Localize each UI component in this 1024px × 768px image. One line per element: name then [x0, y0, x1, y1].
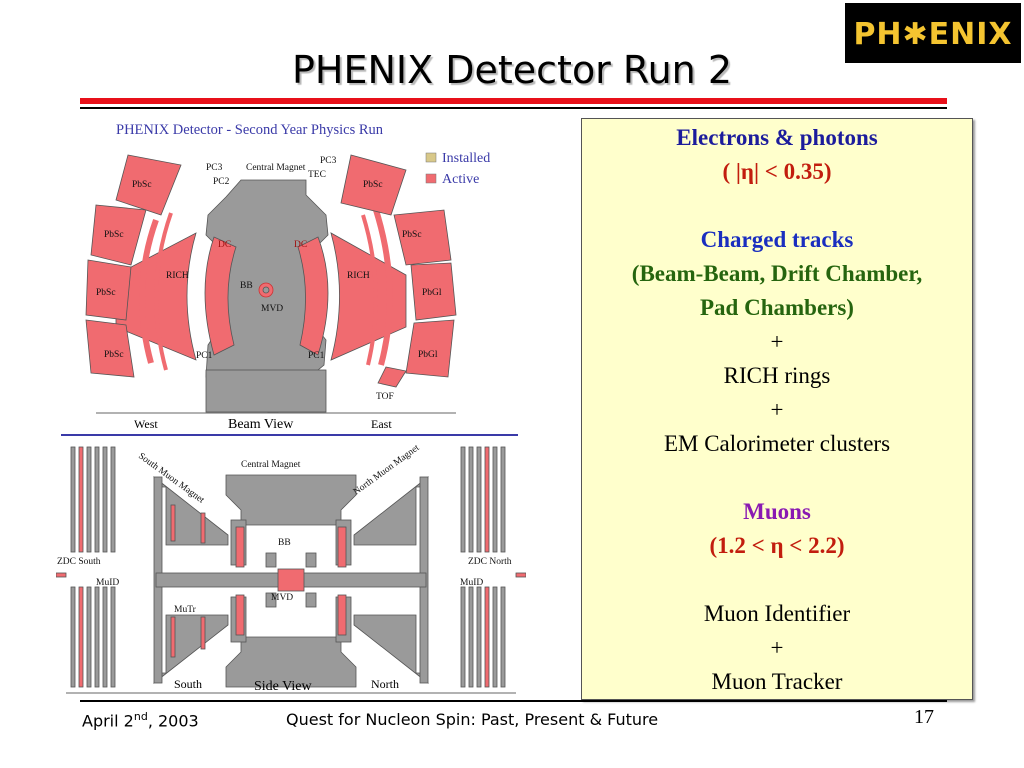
- label-zdc-north: ZDC North: [468, 557, 512, 567]
- beam-view-caption: Beam View: [228, 417, 294, 432]
- label-west: West: [134, 417, 158, 431]
- title-rule-red: [80, 98, 947, 104]
- beam-view-diagram: [85, 154, 457, 414]
- label-tof: TOF: [376, 392, 394, 402]
- label-east: East: [371, 417, 392, 431]
- label-side-mvd: MVD: [271, 593, 293, 603]
- label-pc2: PC2: [213, 177, 230, 187]
- side-view-diagram: [56, 446, 526, 688]
- label-pbsc-e2: PbSc: [402, 230, 422, 240]
- charged-tracks-detail-2: Pad Chambers): [700, 295, 854, 320]
- footer-date: April 2nd, 2003: [82, 710, 199, 731]
- slide-title: PHENIX Detector Run 2: [291, 48, 733, 92]
- label-pc1-east: PC1: [308, 351, 325, 361]
- label-pc3-east: PC3: [320, 156, 337, 166]
- legend-active-swatch: [425, 173, 437, 184]
- detector-capabilities-panel: Electrons & photons ( |η| < 0.35) Charge…: [581, 118, 973, 700]
- legend-installed-label: Installed: [442, 151, 490, 166]
- legend-active-label: Active: [442, 172, 479, 187]
- page-number: 17: [914, 706, 934, 728]
- electrons-range: ( |η| < 0.35): [722, 159, 832, 184]
- label-rich-west: RICH: [166, 271, 189, 281]
- label-rich-east: RICH: [347, 271, 370, 281]
- muon-tracker: Muon Tracker: [711, 669, 843, 694]
- label-pbsc-w3: PbSc: [96, 288, 116, 298]
- legend-installed-swatch: [425, 152, 437, 163]
- label-pbgl-e2: PbGl: [418, 350, 438, 360]
- label-dc-west: DC: [218, 240, 231, 250]
- label-zdc-south: ZDC South: [57, 557, 101, 567]
- label-central-magnet: Central Magnet: [246, 163, 306, 173]
- label-pbsc-w2: PbSc: [104, 230, 124, 240]
- detector-figure: PHENIX Detector - Second Year Physics Ru…: [56, 122, 526, 694]
- label-pc1-west: PC1: [196, 351, 213, 361]
- em-calorimeter-clusters: EM Calorimeter clusters: [663, 431, 891, 456]
- label-mvd: MVD: [261, 304, 283, 314]
- figure-heading: PHENIX Detector - Second Year Physics Ru…: [116, 122, 384, 138]
- plus-sign-2: +: [770, 397, 784, 422]
- label-dc-east: DC: [294, 240, 307, 250]
- plus-sign-1: +: [770, 329, 784, 354]
- label-muid-south: MuID: [96, 578, 119, 588]
- label-pbgl-e1: PbGl: [422, 288, 442, 298]
- muons-title: Muons: [743, 499, 811, 524]
- side-view-caption: Side View: [254, 679, 313, 694]
- charged-tracks-detail-1: (Beam-Beam, Drift Chamber,: [631, 261, 923, 286]
- label-pbsc-w4: PbSc: [104, 350, 124, 360]
- electrons-title: Electrons & photons: [676, 125, 878, 150]
- rich-rings: RICH rings: [723, 363, 831, 388]
- label-mutr: MuTr: [174, 605, 197, 615]
- label-south: South: [174, 677, 202, 691]
- label-pbsc-w1: PbSc: [132, 180, 152, 190]
- title-rule-black: [80, 107, 947, 109]
- footer-talk-title: Quest for Nucleon Spin: Past, Present & …: [286, 710, 659, 729]
- phenix-logo: PH✱ENIX: [845, 3, 1021, 63]
- charged-tracks-title: Charged tracks: [700, 227, 854, 252]
- label-pc3-west: PC3: [206, 163, 223, 173]
- label-tec: TEC: [308, 170, 326, 180]
- footer-rule: [80, 700, 947, 702]
- label-side-bb: BB: [278, 538, 291, 548]
- label-muid-north: MuID: [460, 578, 483, 588]
- label-bb: BB: [240, 281, 253, 291]
- label-pbsc-e1: PbSc: [363, 180, 383, 190]
- plus-sign-3: +: [770, 635, 784, 660]
- logo-wordmark: PH✱ENIX: [853, 17, 1013, 52]
- label-side-central-magnet: Central Magnet: [241, 460, 301, 470]
- muon-identifier: Muon Identifier: [703, 601, 851, 626]
- label-north: North: [371, 677, 399, 691]
- label-north-muon-magnet: North Muon Magnet: [352, 443, 422, 498]
- muons-range: (1.2 < η < 2.2): [709, 533, 845, 558]
